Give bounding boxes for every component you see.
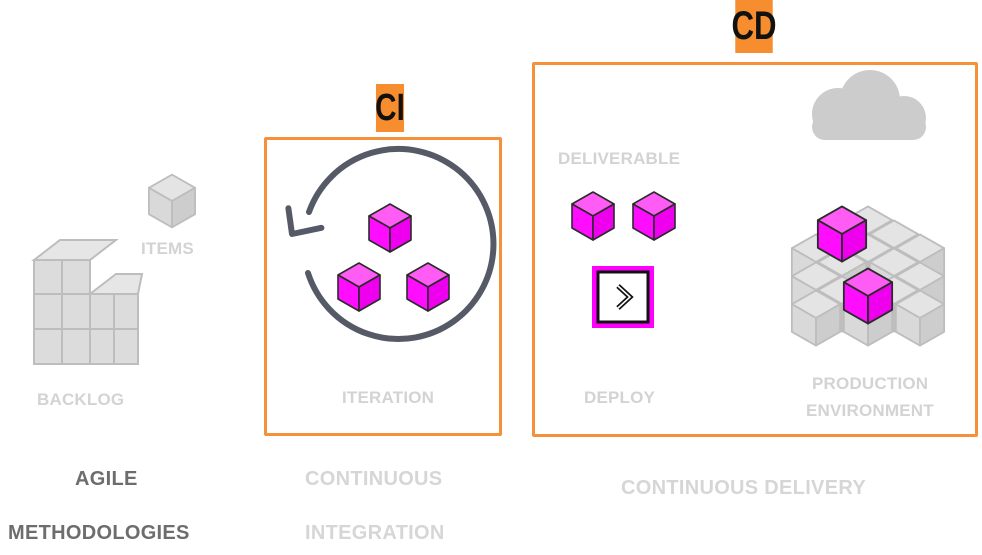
agile-caption-line2: METHODOLOGIES [8,522,190,544]
ci-caption-line2: INTEGRATION [305,522,445,544]
ci-frame [264,137,502,436]
ci-badge: CI [375,84,405,132]
iteration-label: ITERATION [342,388,435,407]
cloud-icon [812,70,926,140]
deliverable-cube-2 [632,191,676,241]
cd-caption: CONTINUOUS DELIVERY [621,477,866,499]
item-cube-icon [148,173,196,229]
deliverable-label: DELIVERABLE [558,149,681,168]
deploy-label: DEPLOY [584,388,656,407]
iteration-cube-left [337,262,381,312]
production-cube-cluster [790,205,946,347]
deploy-chevron-right-icon[interactable] [592,266,654,328]
cd-badge: CD [731,0,777,53]
production-label-line2: ENVIRONMENT [806,401,934,420]
iteration-cube-right [406,262,450,312]
cd-frame [532,62,978,437]
iteration-cube-top [368,203,412,253]
backlog-label: BACKLOG [37,390,125,409]
circular-arrow-icon [285,146,497,342]
items-label: ITEMS [141,239,194,258]
agile-caption-line1: AGILE [75,468,138,490]
ci-caption-line1: CONTINUOUS [305,468,443,490]
backlog-stack-icon [31,239,144,365]
deliverable-cube-1 [571,191,615,241]
production-label-line1: PRODUCTION [812,374,929,393]
